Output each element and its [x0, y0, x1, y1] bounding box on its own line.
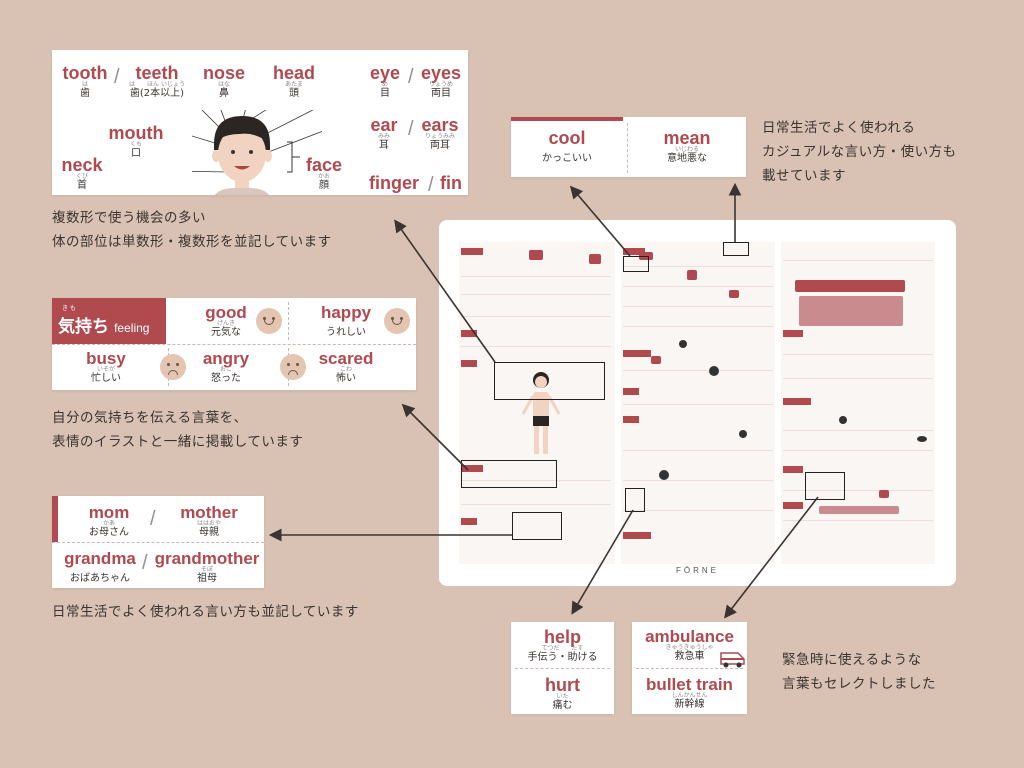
- word-eye: eye め 目: [369, 63, 401, 99]
- word-mother: mother ははおや 母親: [180, 503, 238, 538]
- highlight-ambulance: [805, 472, 845, 500]
- poster-brand: FÖRNE: [676, 566, 719, 575]
- emergency-card: ambulance きゅうきゅうしゃ 救急車 bullet train しんかん…: [632, 622, 747, 714]
- slash: /: [142, 552, 148, 574]
- word-ear: ear みみ 耳: [370, 115, 398, 151]
- poster-preview: FÖRNE: [439, 220, 956, 586]
- word-scared: scared こわ 怖い: [318, 349, 374, 384]
- highlight-mean: [723, 242, 749, 256]
- word-finger: finger: [368, 173, 419, 193]
- word-mom: mom かあ お母さん: [88, 503, 130, 538]
- word-hurt: hurt いた 痛む: [545, 675, 580, 711]
- highlight-body: [494, 362, 605, 400]
- smiling-face-icon: [384, 308, 410, 334]
- word-tooth: tooth は 歯: [62, 63, 108, 99]
- caption-family: 日常生活でよく使われる言い方も並記しています: [52, 604, 359, 620]
- slash: /: [114, 66, 120, 88]
- worried-face-icon: [160, 354, 186, 380]
- feelings-header: き も 気持ち feeling: [52, 298, 166, 344]
- word-angry: angry おこ 怒った: [202, 349, 250, 384]
- word-help: help てつだ たす 手伝う・助ける: [527, 627, 598, 663]
- face-illustration: [192, 110, 322, 195]
- word-eyes: eyes りょうめ 両目: [420, 63, 462, 99]
- slash: /: [428, 174, 434, 195]
- word-happy: happy うれしい: [320, 303, 372, 338]
- help-hurt-card: help てつだ たす 手伝う・助ける hurt いた 痛む: [511, 622, 614, 714]
- word-neck: neck くび 首: [61, 155, 103, 191]
- family-card: mom かあ お母さん / mother ははおや 母親 grandma おばあ…: [52, 496, 264, 588]
- word-face: face かお 顔: [305, 155, 343, 191]
- caption-emergency: 緊急時に使えるような 言葉もセレクトしました: [782, 652, 936, 692]
- feelings-card: き も 気持ち feeling good げんき 元気な happy うれしい …: [52, 298, 416, 390]
- cool-mean-card: cool かっこいい mean いじわる 意地悪な: [511, 117, 746, 177]
- slash: /: [408, 118, 414, 140]
- highlight-feeling: [461, 460, 557, 488]
- ambulance-icon: [720, 652, 745, 668]
- poster-column-2: [621, 242, 775, 564]
- word-fin: fin: [440, 173, 462, 193]
- word-nose: nose はな 鼻: [202, 63, 245, 99]
- word-good: good げんき 元気な: [205, 303, 247, 338]
- slash: /: [408, 66, 414, 88]
- highlight-family: [512, 512, 562, 540]
- highlight-cool: [623, 256, 649, 272]
- word-ambulance: ambulance きゅうきゅうしゃ 救急車: [645, 627, 734, 662]
- word-grandma: grandma おばあちゃん: [64, 549, 136, 584]
- word-busy: busy いそが 忙しい: [86, 349, 126, 384]
- angry-face-icon: [280, 354, 306, 380]
- word-ears: ears りょうみみ 両耳: [421, 115, 459, 151]
- word-bullet-train: bullet train しんかんせん 新幹線: [646, 675, 733, 710]
- body-parts-card: tooth は 歯 / teeth は ほん いじょう 歯(2本以上) nose…: [52, 50, 468, 195]
- caption-body: 複数形で使う機会の多い 体の部位は単数形・複数形を並記しています: [52, 210, 332, 250]
- word-head: head あたま 頭: [272, 63, 315, 99]
- word-mouth: mouth くち 口: [108, 123, 164, 159]
- highlight-help: [625, 488, 645, 512]
- slash: /: [150, 508, 156, 530]
- caption-feeling: 自分の気持ちを伝える言葉を、 表情のイラストと一緒に掲載しています: [52, 410, 304, 450]
- word-grandmother: grandmother そぼ 祖母: [154, 549, 260, 584]
- word-cool: cool かっこいい: [542, 128, 592, 164]
- word-teeth: teeth は ほん いじょう 歯(2本以上): [129, 63, 185, 99]
- word-mean: mean いじわる 意地悪な: [663, 128, 711, 164]
- happy-face-icon: [256, 308, 282, 334]
- caption-casual: 日常生活でよく使われる カジュアルな言い方・使い方も 載せています: [762, 120, 957, 184]
